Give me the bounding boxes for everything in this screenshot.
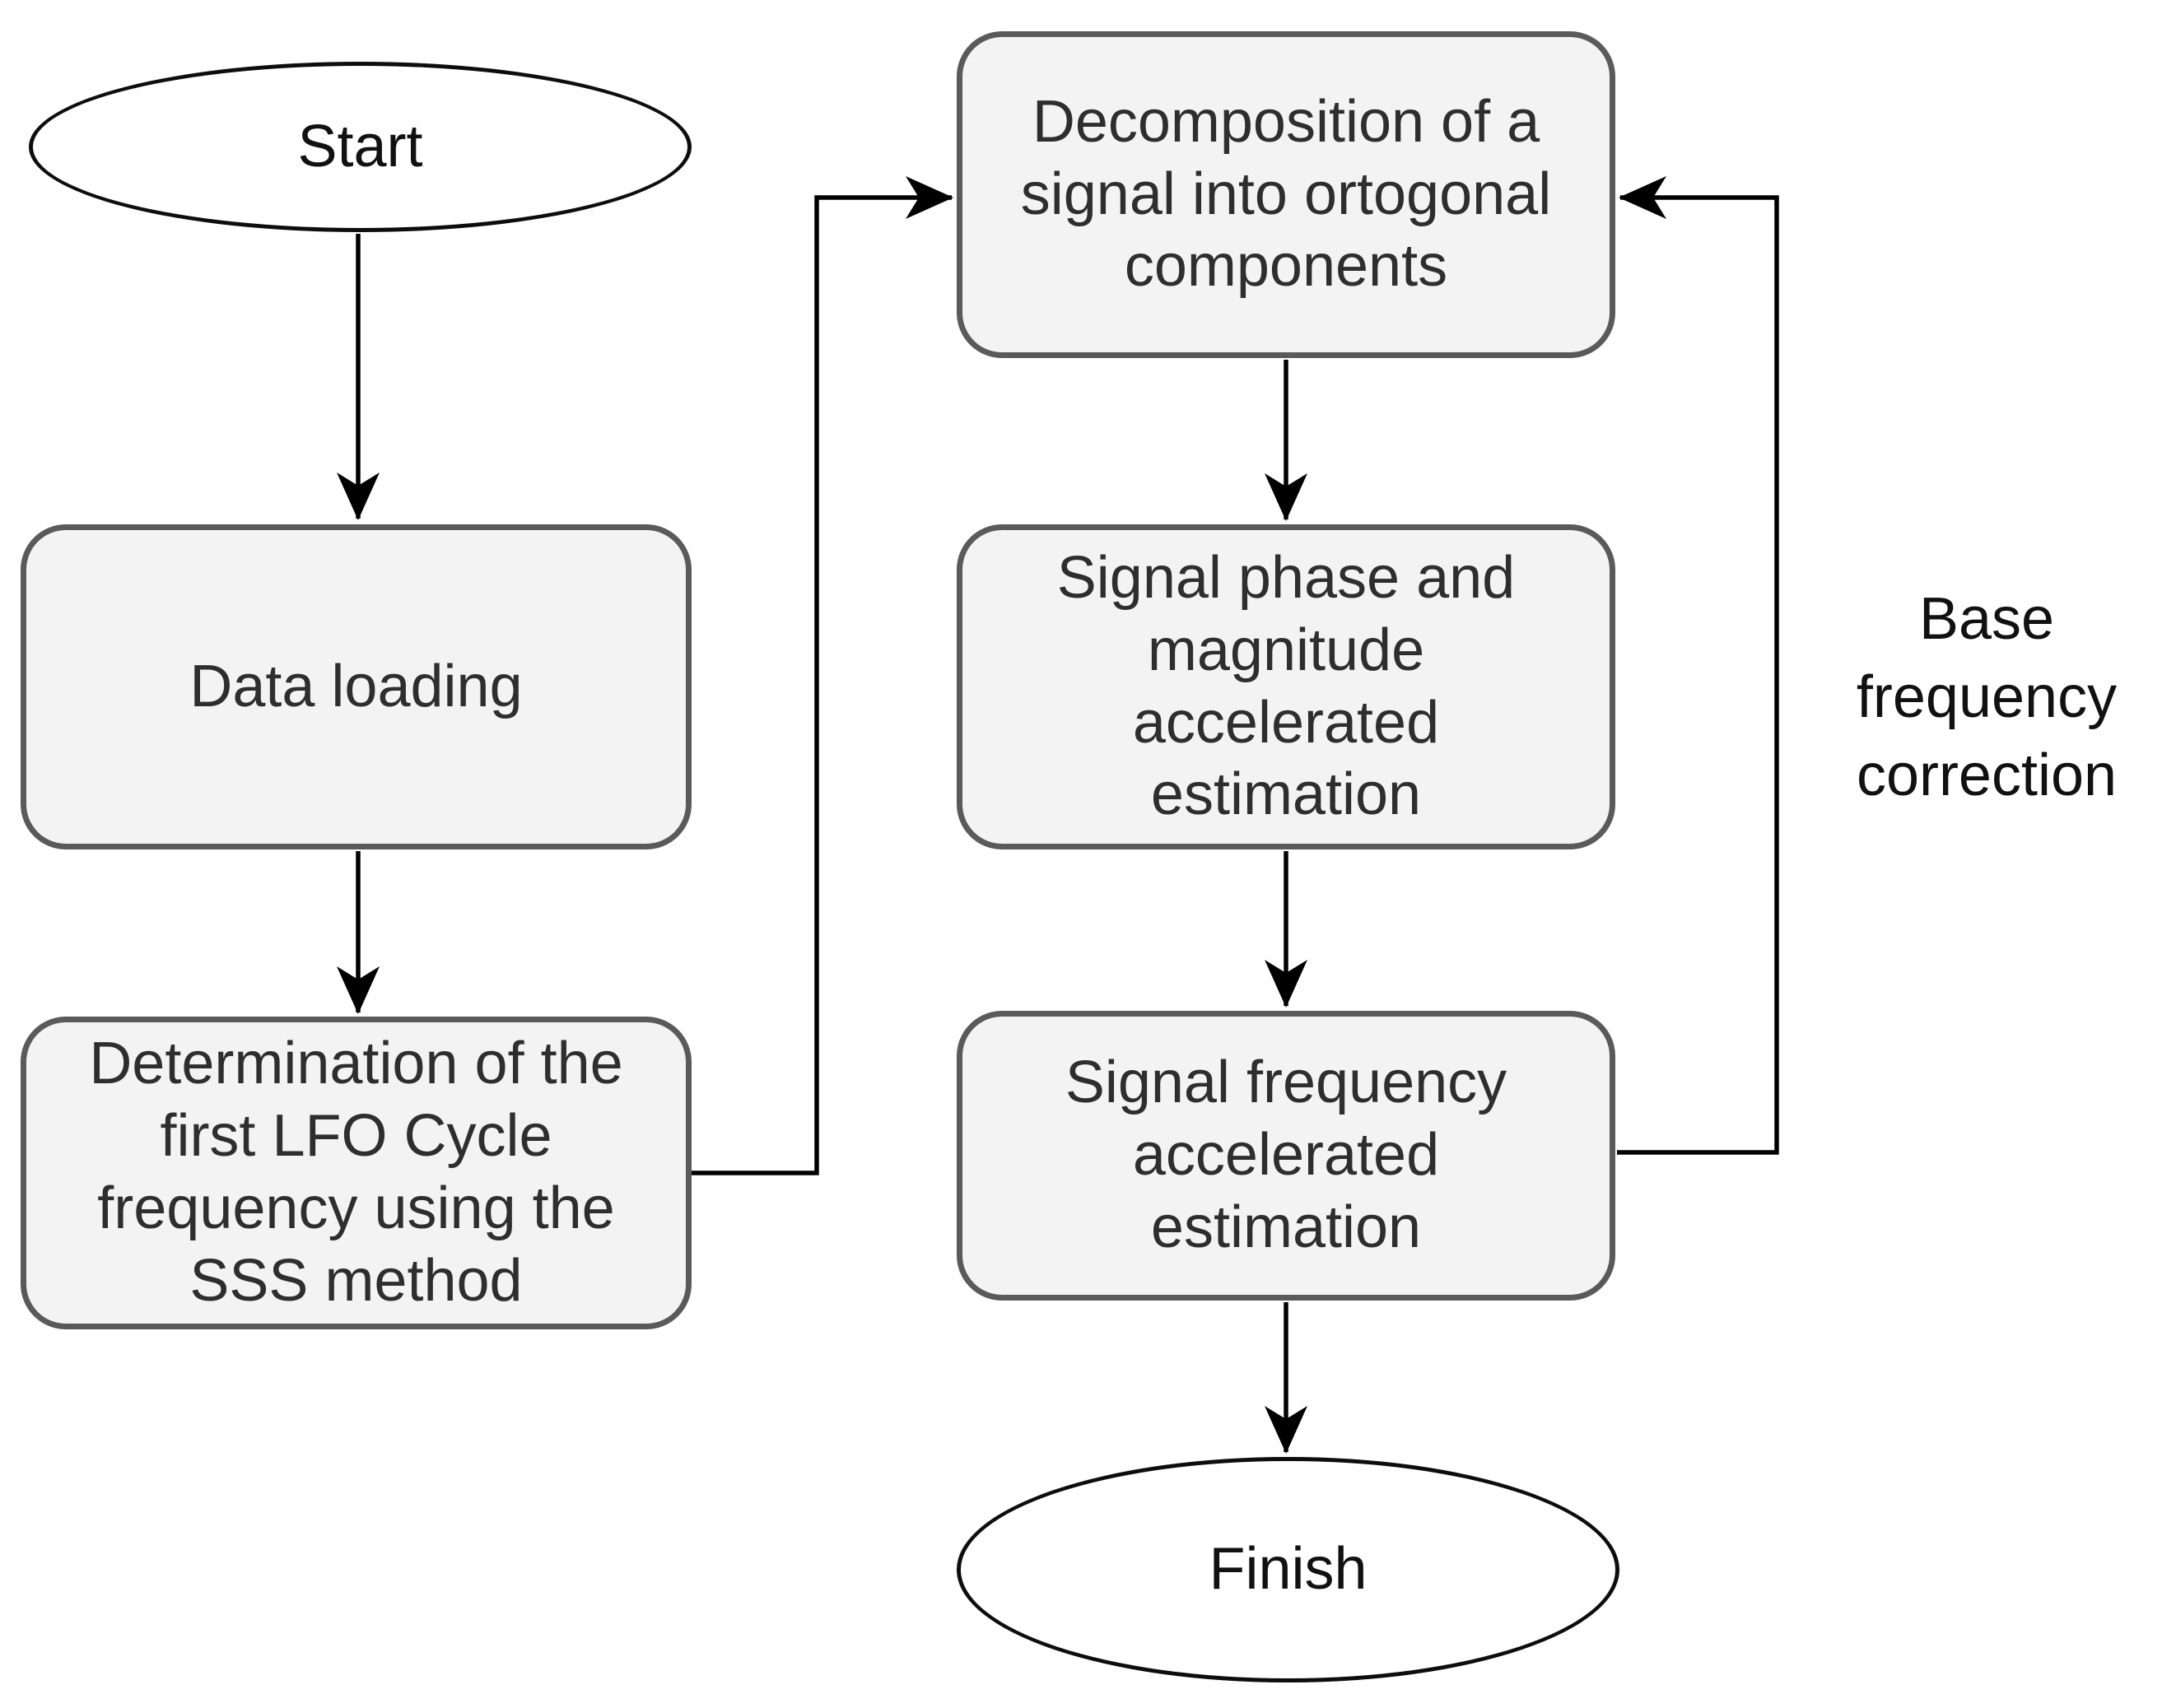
arrow-determination-to-decomposition [692, 176, 953, 1175]
signal-phase-magnitude-label: Signal phase and magnitude accelerated e… [1056, 544, 1516, 828]
signal-phase-magnitude-process-node: Signal phase and magnitude accelerated e… [957, 524, 1615, 849]
base-frequency-correction-edge-label: Base frequency correction [1856, 586, 2118, 809]
start-terminator-node: Start [29, 62, 692, 232]
data-loading-label: Data loading [189, 653, 523, 719]
decomposition-label: Decomposition of a signal into ortogonal… [1020, 88, 1552, 300]
arrow-feedback-base-frequency-correction [1617, 176, 1779, 1155]
determination-sss-label: Determination of the first LFO Cycle fre… [89, 1031, 623, 1314]
determination-sss-process-node: Determination of the first LFO Cycle fre… [21, 1017, 692, 1329]
finish-label: Finish [1209, 1536, 1368, 1603]
signal-frequency-process-node: Signal frequency accelerated estimation [957, 1011, 1615, 1301]
signal-frequency-label: Signal frequency accelerated estimation [1065, 1049, 1507, 1260]
decomposition-process-node: Decomposition of a signal into ortogonal… [957, 31, 1615, 358]
finish-terminator-node: Finish [957, 1457, 1619, 1682]
data-loading-process-node: Data loading [21, 524, 692, 849]
start-label: Start [297, 113, 423, 179]
